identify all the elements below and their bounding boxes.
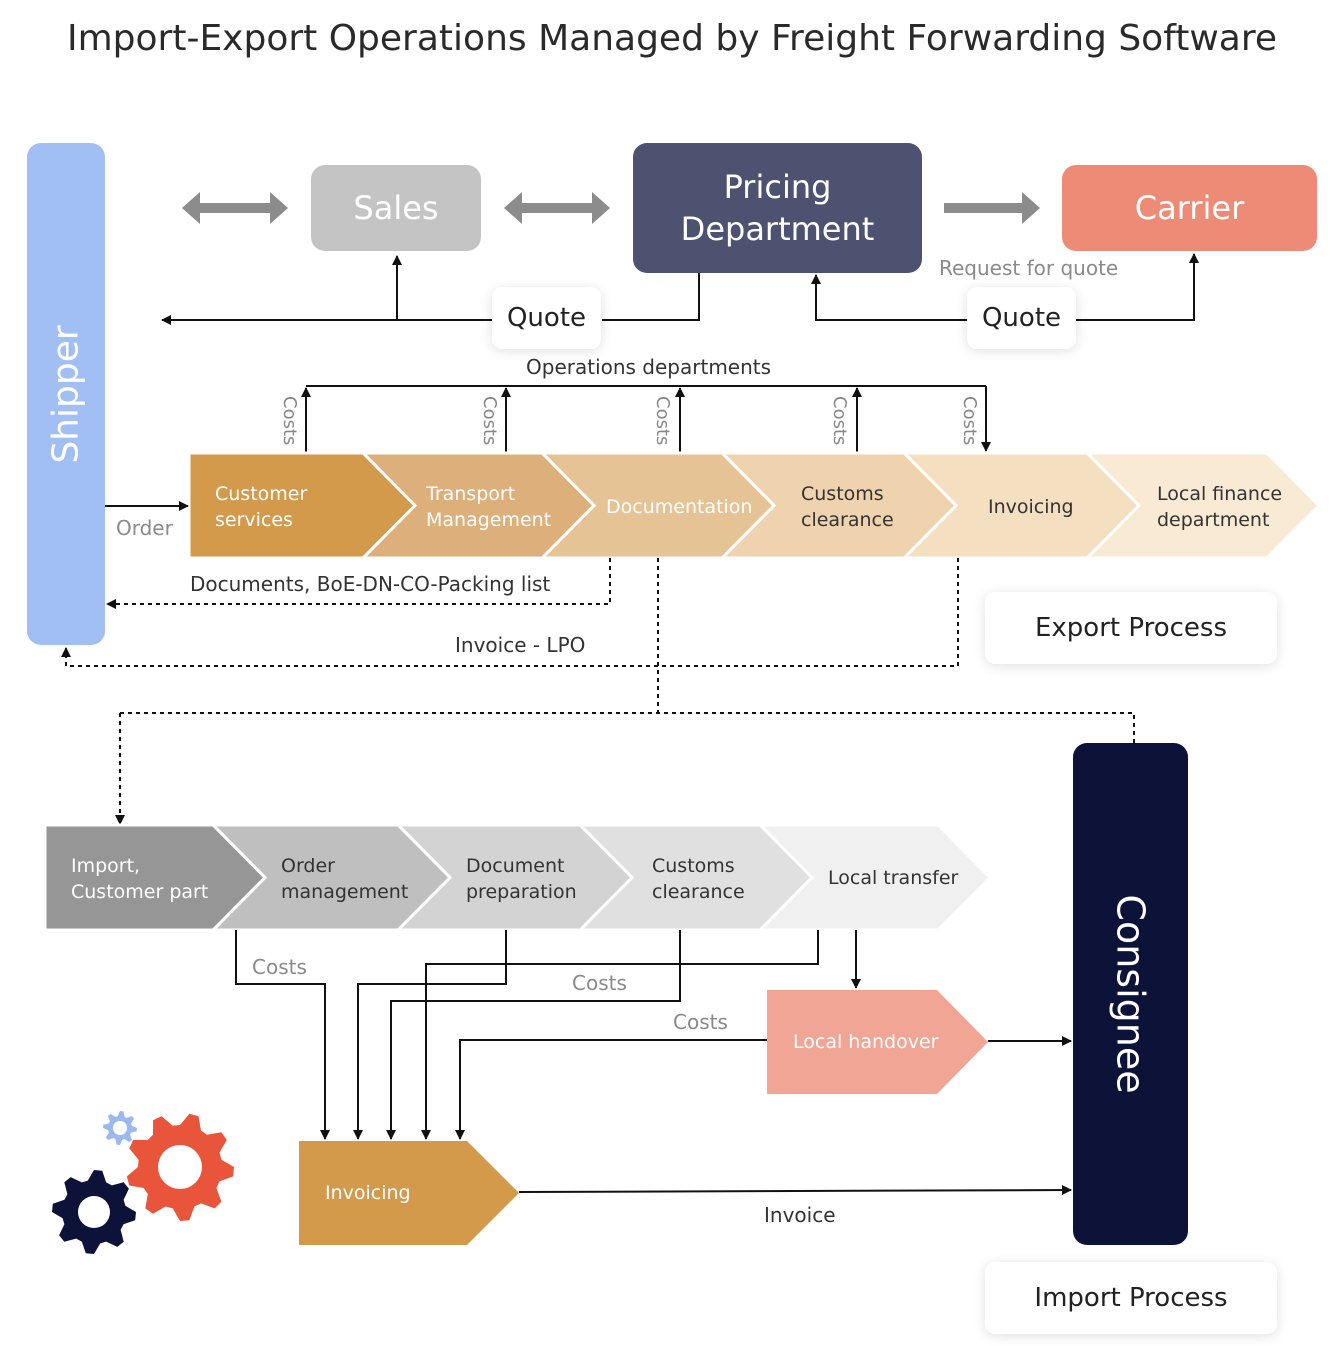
- consignee-label: Consignee: [1108, 894, 1153, 1094]
- gear-icon-orange: [126, 1113, 234, 1221]
- consignee-node: Consignee: [1073, 743, 1188, 1245]
- page-title: Import-Export Operations Managed by Frei…: [66, 18, 1278, 59]
- request-for-quote-label: Request for quote: [939, 256, 1119, 280]
- shipper-label: Shipper: [45, 324, 87, 464]
- import-process-chevrons: [43, 823, 993, 932]
- import-step-order-management: Order management: [281, 855, 409, 903]
- shipper-node: Shipper: [27, 143, 105, 645]
- export-step-documentation: Documentation: [606, 496, 753, 518]
- operations-departments-label: Operations departments: [526, 355, 772, 379]
- export-step-transport-management: Transport Management: [426, 483, 552, 531]
- export-step-invoicing: Invoicing: [988, 496, 1074, 518]
- invoicing-shape: [299, 1141, 519, 1245]
- local-handover-label: Local handover: [793, 1031, 939, 1053]
- export-step-customs-clearance: Customs clearance: [801, 483, 894, 531]
- export-step-customer-services: Customer services: [215, 483, 308, 531]
- local-handover-shape: [767, 990, 988, 1094]
- quote-connectors: [161, 253, 1199, 325]
- quote-label-left: Quote: [492, 287, 601, 349]
- order-label: Order: [116, 516, 173, 540]
- import-process-label: Import Process: [985, 1262, 1277, 1334]
- costs-label-import-1: Costs: [252, 955, 307, 979]
- pricing-department-node: Pricing Department: [633, 143, 922, 273]
- quote-label-right: Quote: [967, 287, 1076, 349]
- invoice-label: Invoice: [764, 1203, 836, 1227]
- import-cost-connectors: [235, 930, 1072, 1196]
- operations-connectors: [301, 385, 991, 453]
- import-step-local-transfer: Local transfer: [828, 867, 959, 889]
- export-process-chevrons: [187, 451, 1322, 560]
- gear-icon-blue: [103, 1111, 137, 1145]
- invoicing-label: Invoicing: [325, 1182, 411, 1204]
- arrow-pricing-carrier: [944, 192, 1040, 224]
- import-chevron-1: [43, 823, 268, 932]
- costs-label-1: Costs: [279, 396, 300, 446]
- costs-label-5: Costs: [959, 396, 980, 446]
- double-arrow-shipper-sales: [182, 192, 288, 224]
- import-step-customer-part: Import, Customer part: [71, 855, 209, 903]
- carrier-node: Carrier: [1062, 165, 1317, 251]
- documents-label: Documents, BoE-DN-CO-Packing list: [190, 572, 551, 596]
- costs-label-3: Costs: [652, 396, 673, 446]
- costs-label-import-3: Costs: [673, 1010, 728, 1034]
- import-step-customs-clearance: Customs clearance: [652, 855, 745, 903]
- pricing-label: Pricing Department: [680, 168, 875, 248]
- gear-icon-navy: [52, 1170, 136, 1254]
- export-step-local-finance: Local finance department: [1157, 483, 1283, 531]
- costs-label-import-2: Costs: [572, 971, 627, 995]
- export-process-label: Export Process: [985, 592, 1277, 664]
- sales-node: Sales: [311, 165, 481, 251]
- import-step-document-preparation: Document preparation: [466, 855, 577, 903]
- invoice-lpo-label: Invoice - LPO: [455, 633, 586, 657]
- costs-label-2: Costs: [479, 396, 500, 446]
- costs-label-4: Costs: [829, 396, 850, 446]
- export-chevron-1: [187, 451, 418, 560]
- dotted-connectors: [61, 558, 1135, 825]
- double-arrow-sales-pricing: [504, 192, 610, 224]
